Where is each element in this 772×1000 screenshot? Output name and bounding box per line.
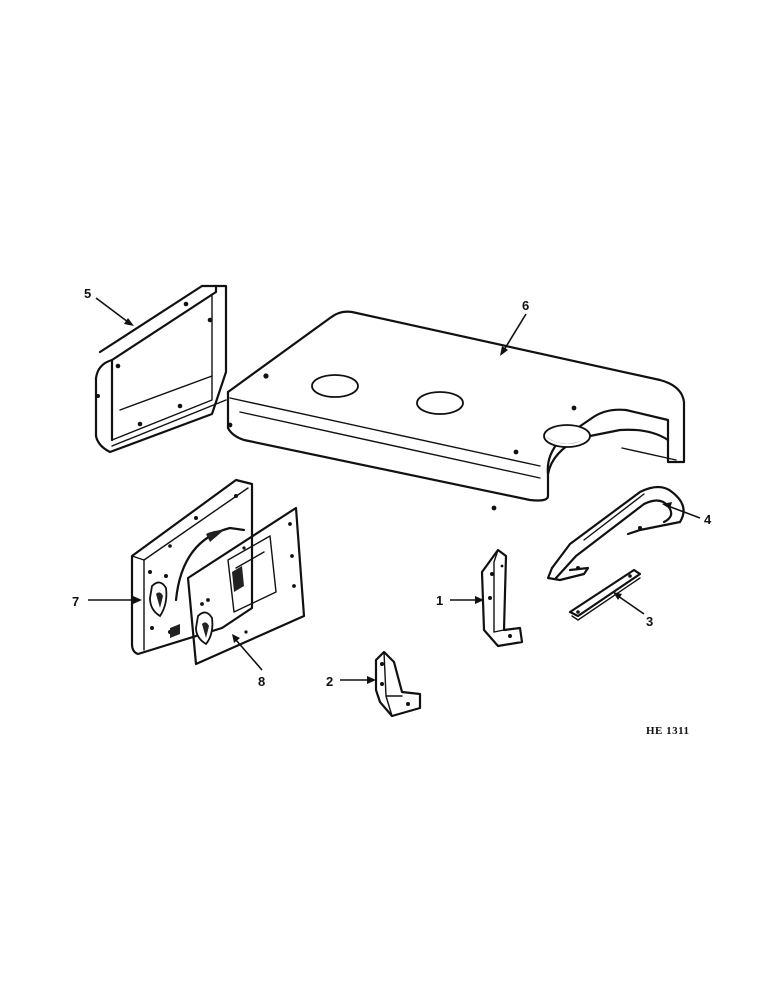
callout-3: 3	[646, 614, 653, 629]
opening-hole	[543, 424, 591, 448]
part-6-cover	[226, 310, 686, 511]
part-4-strap-bracket	[546, 485, 685, 582]
part-5-side-panel	[94, 284, 228, 454]
callout-4: 4	[704, 512, 712, 527]
opening-hole	[416, 391, 464, 415]
callout-5: 5	[84, 286, 91, 301]
part-8-gasket-plate	[186, 506, 306, 666]
part-3-flat-bar	[568, 568, 642, 621]
part-1-angle-bracket	[480, 548, 524, 648]
callout-2: 2	[326, 674, 333, 689]
callout-8: 8	[258, 674, 265, 689]
callout-6: 6	[522, 298, 529, 313]
opening-hole	[311, 374, 359, 398]
part-7-mounting-plate	[130, 478, 254, 656]
part-2-corner-bracket	[374, 650, 422, 718]
callout-1: 1	[436, 593, 443, 608]
leader-lines	[88, 297, 701, 684]
callout-7: 7	[72, 594, 79, 609]
reference-code: HE 1311	[646, 725, 690, 737]
